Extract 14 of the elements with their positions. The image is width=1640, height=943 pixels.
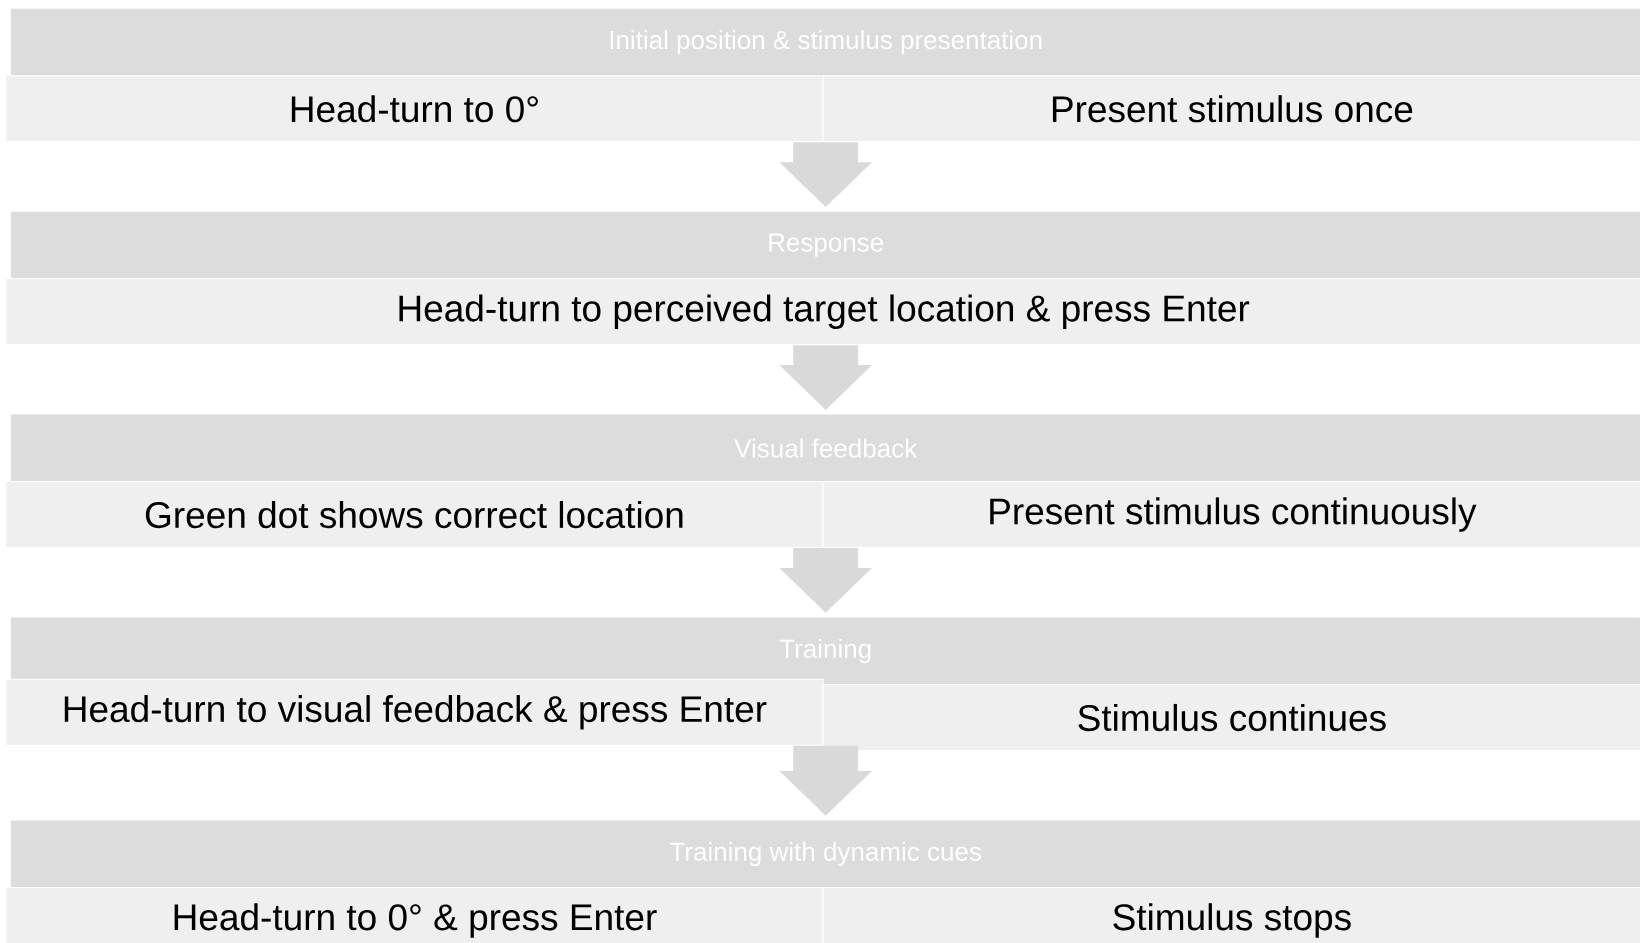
step-box: Head-turn to perceived target location & press Enter bbox=[5, 278, 1640, 346]
step-box: Head-turn to 0° & press Enter bbox=[5, 887, 824, 943]
step-box: Present stimulus continuously bbox=[822, 481, 1640, 549]
node-label: Head-turn to 0° & press Enter bbox=[174, 903, 657, 938]
step-box: Head-turn to visual feedback & press Enter bbox=[5, 678, 824, 746]
node-label: Present stimulus once bbox=[1052, 95, 1413, 123]
step-box: Head-turn to 0° bbox=[5, 75, 824, 143]
node-label: Present stimulus continuously bbox=[990, 497, 1477, 532]
step-box: Stimulus stops bbox=[822, 887, 1640, 943]
step-box: Present stimulus once bbox=[822, 75, 1640, 143]
step-box: Green dot shows correct location bbox=[5, 481, 824, 549]
step-box: Stimulus continues bbox=[822, 684, 1640, 751]
node-label: Stimulus stops bbox=[1113, 903, 1351, 938]
node-label: Stimulus continues bbox=[1078, 703, 1386, 732]
